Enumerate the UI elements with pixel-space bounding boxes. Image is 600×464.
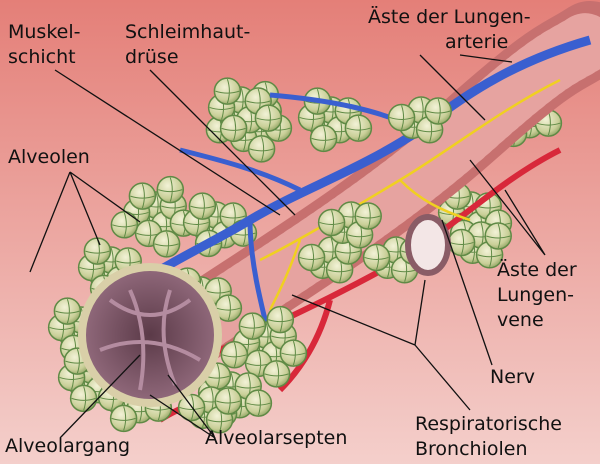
alveolus xyxy=(484,222,512,250)
alveolus xyxy=(279,339,308,367)
alveolus-septum-line xyxy=(112,212,137,237)
leader-lines xyxy=(29,54,546,439)
alveoli-front xyxy=(47,96,512,434)
alveolus-septum-line xyxy=(221,116,246,141)
label-line: Alveolargang xyxy=(5,435,131,457)
alveolus xyxy=(254,104,283,132)
alveolus xyxy=(152,230,181,258)
alveolus-septum-line xyxy=(426,98,451,124)
label-line: Respiratorische xyxy=(415,413,562,435)
alveolus-septum-line xyxy=(215,78,240,104)
label-nerv: Nerv xyxy=(490,365,535,390)
alveolus xyxy=(214,387,242,415)
alveolus-septum-line xyxy=(319,210,344,235)
alveolus xyxy=(220,341,249,369)
label-muskelschicht: Muskel- schicht xyxy=(8,20,80,70)
bronchiole-opening xyxy=(405,214,451,276)
alveolus xyxy=(244,389,273,417)
alveolus xyxy=(69,384,98,413)
alveolus xyxy=(309,124,338,153)
alveolus-septum-line xyxy=(281,340,306,366)
alveolus xyxy=(317,208,346,237)
alveolus-septum-line xyxy=(268,307,293,332)
alveolus xyxy=(362,243,391,272)
label-bronchiolen: Respiratorische Bronchiolen xyxy=(415,412,562,462)
label-line: Bronchiolen xyxy=(415,438,528,460)
alveolus xyxy=(53,297,82,325)
label-lungenarterie: Äste der Lungen- arterie xyxy=(368,5,531,55)
nerve xyxy=(259,78,561,311)
label-line: schicht xyxy=(8,46,76,68)
label-line: Lungen- xyxy=(497,284,574,306)
alveolus-septum-line xyxy=(389,105,414,130)
alveolus-septum-line xyxy=(249,136,274,162)
alveolar-duct-cut xyxy=(78,263,222,407)
label-line: Nerv xyxy=(490,366,535,388)
alveolus xyxy=(387,103,416,132)
label-line: Schleimhaut- xyxy=(125,21,251,43)
alveolus xyxy=(83,237,112,265)
alveolus-septum-line xyxy=(364,245,389,270)
alveolus xyxy=(109,404,138,433)
alveolus-septum-line xyxy=(256,105,281,131)
label-line: Äste der Lungen- xyxy=(368,6,531,28)
label-lungenvene: Äste der Lungen- vene xyxy=(497,258,577,333)
label-line: Muskel- xyxy=(8,21,81,43)
alveolus-septum-line xyxy=(216,388,241,414)
alveolar-septa xyxy=(99,289,202,391)
alveolus xyxy=(354,202,382,230)
label-alveolargang: Alveolargang xyxy=(5,434,130,459)
label-line: Alveolarsepten xyxy=(205,427,348,449)
alveolus-septum-line xyxy=(154,231,179,257)
alveolus xyxy=(188,192,217,220)
alveolus xyxy=(297,243,326,272)
alveolus-septum-line xyxy=(55,298,80,324)
alveolus xyxy=(219,114,248,143)
alveolus xyxy=(238,312,267,340)
alveolus-septum-line xyxy=(216,295,241,321)
alveolus-septum-line xyxy=(246,390,271,416)
alveolus-septum-line xyxy=(346,115,371,141)
alveolus xyxy=(424,97,452,125)
alveolus xyxy=(128,182,157,210)
alveolus-septum-line xyxy=(311,126,336,151)
alveolus xyxy=(247,135,276,163)
alveolus-septum-line xyxy=(299,245,324,270)
label-alveolen: Alveolen xyxy=(8,145,90,170)
alveolus-septum-line xyxy=(449,230,474,255)
label-line: arterie xyxy=(445,31,509,53)
alveolus xyxy=(156,175,185,204)
alveolus xyxy=(344,114,373,142)
artery-branch xyxy=(116,35,592,304)
alveolus-septum-line xyxy=(158,177,183,202)
alveolus-septum-line xyxy=(264,361,289,387)
alveolus-septum-line xyxy=(71,386,96,411)
alveolus xyxy=(266,305,295,334)
alveolus xyxy=(262,360,291,388)
label-line: vene xyxy=(497,309,544,331)
label-line: Alveolen xyxy=(8,146,90,168)
alveolus-septum-line xyxy=(190,193,215,219)
label-schleimhautdruese: Schleimhaut- drüse xyxy=(125,20,250,70)
alveolus-septum-line xyxy=(486,223,511,249)
label-line: drüse xyxy=(125,46,179,68)
alveolus xyxy=(110,211,139,239)
label-line: Äste der xyxy=(497,259,577,281)
alveolus-septum-line xyxy=(111,406,136,431)
alveolus-septum-line xyxy=(240,313,265,339)
alveolus-septum-line xyxy=(222,342,247,367)
alveolus-septum-line xyxy=(179,395,204,420)
alveolus-septum-line xyxy=(356,203,381,229)
label-alveolarsepten: Alveolarsepten xyxy=(205,426,347,451)
alveolus xyxy=(213,77,242,105)
alveolus-septum-line xyxy=(130,183,155,209)
